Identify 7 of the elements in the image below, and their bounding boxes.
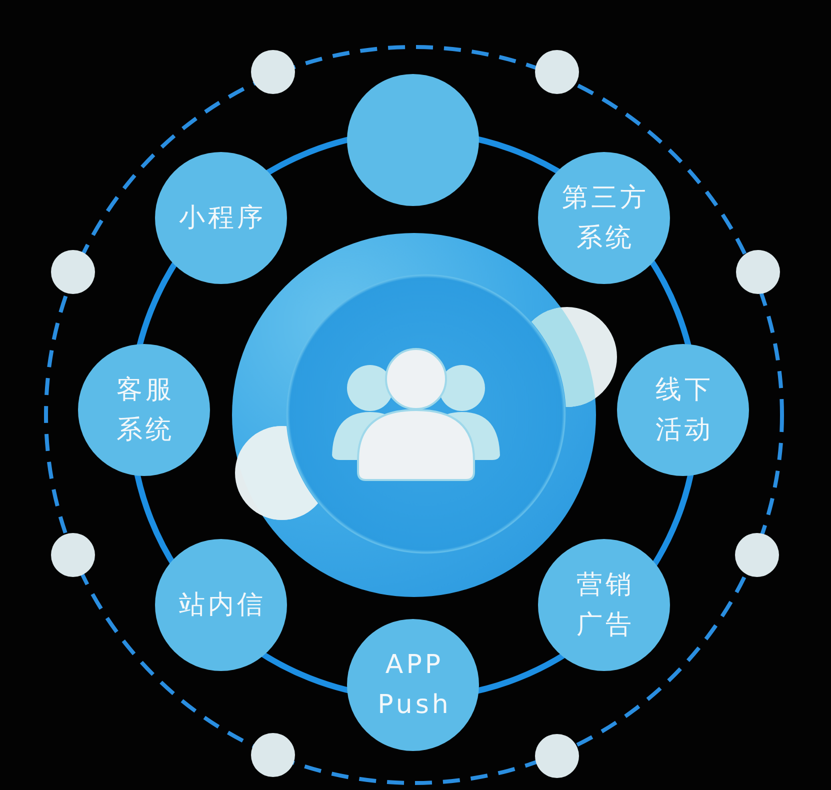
node-label: APP Push <box>376 648 452 722</box>
node-label: 客服系统 <box>116 374 176 447</box>
node-label: 第三方系统 <box>561 182 650 255</box>
node-label: 营销广告 <box>576 568 636 642</box>
node-label: 小程序 <box>179 202 266 235</box>
node-label: 线下活动 <box>654 374 714 447</box>
node-label: 站内信 <box>179 588 266 622</box>
